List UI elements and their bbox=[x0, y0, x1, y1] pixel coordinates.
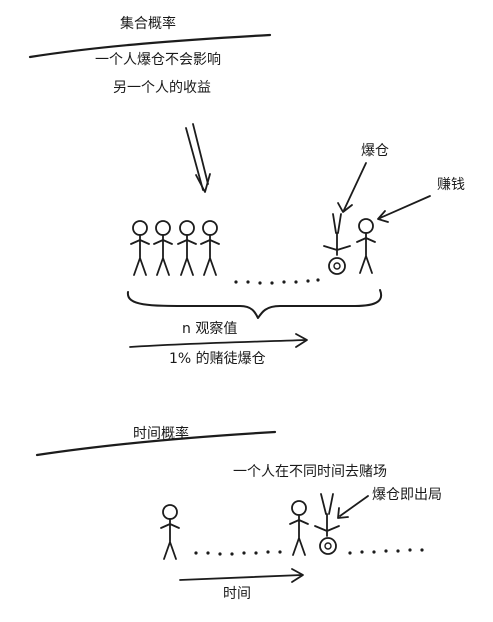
time-bust-label: 爆仓即出局 bbox=[372, 487, 442, 503]
time-bust-pointer-arrow bbox=[337, 495, 369, 519]
bust-label: 爆仓 bbox=[361, 143, 389, 159]
profit-label: 赚钱 bbox=[437, 177, 465, 193]
ensemble-arrow bbox=[129, 333, 308, 348]
ensemble-title-underline bbox=[28, 33, 272, 59]
gambler-figure bbox=[153, 220, 173, 276]
observation-brace bbox=[126, 289, 383, 319]
dotted-continuation-line bbox=[234, 278, 320, 285]
gambler-figure bbox=[177, 220, 197, 276]
busted-gambler-figure bbox=[323, 213, 351, 275]
busted-gambler-figure-time bbox=[314, 493, 340, 555]
brace-label: n 观察值 bbox=[182, 321, 238, 337]
time-axis-label: 时间 bbox=[223, 586, 251, 602]
double-down-arrow bbox=[185, 123, 211, 193]
time-dotted-line bbox=[194, 548, 424, 556]
ensemble-arrow-label: 1% 的赌徒爆仓 bbox=[169, 351, 266, 367]
gambler-figures-group bbox=[130, 220, 220, 276]
early-gambler-figure bbox=[160, 504, 180, 560]
time-title: 时间概率 bbox=[133, 426, 189, 442]
gambler-figure bbox=[130, 220, 150, 276]
winning-gambler-figure bbox=[356, 218, 376, 274]
time-title-underline bbox=[35, 430, 277, 457]
ensemble-note-line1: 一个人爆仓不会影响 bbox=[95, 52, 221, 68]
time-axis-arrow bbox=[179, 568, 304, 583]
gambler-figure bbox=[200, 220, 220, 276]
later-gambler-figure bbox=[289, 500, 309, 556]
ensemble-title: 集合概率 bbox=[120, 16, 176, 32]
profit-pointer-arrow bbox=[377, 195, 431, 223]
time-note: 一个人在不同时间去赌场 bbox=[233, 464, 387, 480]
bust-pointer-arrow bbox=[337, 162, 367, 213]
ensemble-note-line2: 另一个人的收益 bbox=[113, 80, 211, 96]
